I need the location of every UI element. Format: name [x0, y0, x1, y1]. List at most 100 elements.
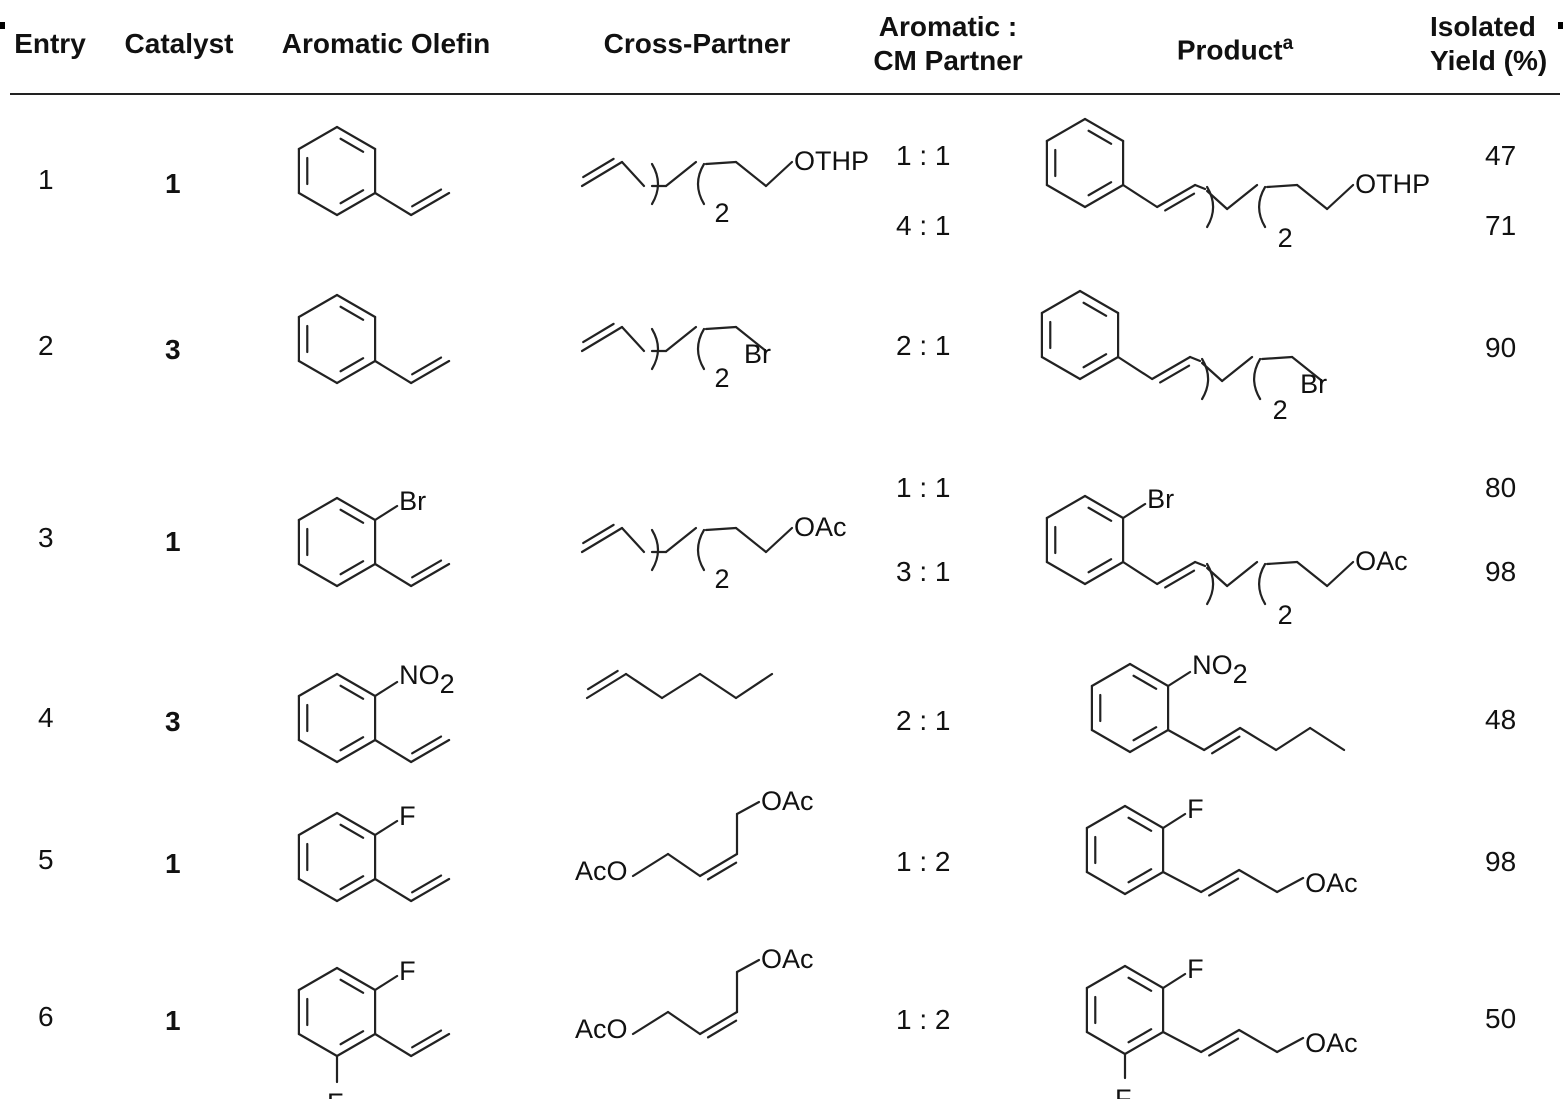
ring-bond [297, 738, 339, 764]
bond-line [1296, 183, 1329, 211]
ring-bond [1078, 289, 1120, 315]
ring-bond [297, 672, 339, 698]
double-bond [1200, 1028, 1241, 1054]
double-bond [585, 672, 628, 700]
header-rule [10, 93, 1560, 95]
bond-line [631, 852, 670, 878]
ratio-value: 2 : 1 [896, 330, 951, 361]
ring-bond [1090, 662, 1132, 688]
atom-label: OTHP [794, 146, 869, 176]
parenthesis [1206, 562, 1215, 606]
bond-line [704, 526, 738, 532]
ring-double-bond [339, 189, 365, 205]
bond-line [1206, 566, 1229, 588]
bond-line [1201, 361, 1224, 383]
bond-line [1194, 560, 1207, 568]
bond-line [620, 325, 646, 353]
bond-line [1206, 189, 1229, 211]
ratio-value: 2 : 1 [896, 705, 951, 736]
ring-double-bond [339, 305, 365, 321]
ring-bond [335, 877, 377, 903]
double-bond [706, 1019, 738, 1039]
yield-value: 98 [1485, 846, 1517, 877]
double-bond [410, 877, 451, 903]
double-bond [580, 526, 624, 554]
yield-value: 98 [1485, 556, 1517, 587]
bond-line [1122, 560, 1159, 586]
entry-number: 1 [38, 164, 54, 195]
atom-label: Br [744, 339, 771, 369]
ring-bond [1090, 728, 1132, 754]
double-bond [582, 322, 615, 344]
atom-label: Br [399, 486, 426, 516]
bond-line [664, 526, 698, 554]
bond-line [660, 672, 702, 700]
atom-label: F [399, 956, 416, 986]
header-aromatic-olefin: Aromatic Olefin [281, 28, 491, 59]
vinyl-bond [374, 191, 413, 217]
atom-label: OAc [761, 786, 814, 816]
parenthesis [1206, 185, 1215, 229]
ring-bond [297, 191, 339, 217]
atom-label: Br [1300, 369, 1327, 399]
yield-value: 80 [1485, 472, 1517, 503]
atom-label: OAc [1305, 868, 1358, 898]
double-bond [582, 157, 615, 179]
ring-bond [1083, 560, 1125, 586]
header-product-label: Product [1176, 34, 1283, 66]
ring-double-bond [1087, 181, 1113, 197]
substituent-bond [1162, 972, 1187, 990]
double-bond [1151, 355, 1192, 381]
double-bond [1156, 183, 1197, 209]
vinyl-bond [374, 1032, 413, 1058]
parenthesis [696, 528, 706, 572]
ring-bond [1078, 355, 1120, 381]
bond-line [1276, 1036, 1305, 1054]
bond-line [1276, 876, 1305, 894]
parenthesis [696, 327, 706, 371]
yield-value: 50 [1485, 1003, 1517, 1034]
ring-bond [297, 293, 339, 319]
ring-double-bond [339, 978, 365, 994]
ring-bond [1123, 870, 1165, 896]
bond-line [624, 672, 664, 700]
header-yield: Isolated Yield (%) [1430, 10, 1564, 78]
atom-label: AcO [575, 1014, 628, 1044]
ring-double-bond [339, 560, 365, 576]
ring-bond [1083, 117, 1125, 143]
substituent-bond [1167, 670, 1192, 688]
parenthesis [650, 528, 660, 572]
double-bond [706, 861, 738, 881]
double-bond [1208, 1037, 1240, 1057]
ratio-value: 4 : 1 [896, 210, 951, 241]
atom-label: OAc [794, 512, 847, 542]
double-bond [410, 191, 451, 217]
double-bond [410, 1032, 451, 1058]
ring-double-bond [339, 736, 365, 752]
ring-bond [297, 966, 339, 992]
ring-bond [335, 191, 377, 217]
bond-line [1296, 560, 1329, 588]
ring-bond [1040, 289, 1082, 315]
catalyst-number: 1 [165, 168, 181, 199]
ring-bond [1123, 1030, 1165, 1056]
bond-line [1221, 355, 1254, 383]
parenthesis [1201, 357, 1210, 401]
ring-bond [335, 1032, 377, 1058]
bond-line [1291, 355, 1324, 383]
ring-double-bond [339, 875, 365, 891]
double-bond [1208, 877, 1240, 897]
yield-value: 90 [1485, 332, 1517, 363]
bond-line [1167, 728, 1206, 752]
substituent-bond [374, 974, 399, 992]
ring-double-bond [1087, 558, 1113, 574]
header-entry: Entry [14, 28, 86, 59]
double-bond [411, 356, 443, 376]
bond-line [1261, 355, 1294, 361]
ring-bond [1083, 494, 1125, 520]
ring-bond [1040, 355, 1082, 381]
header-yield-line1: Isolated [1430, 11, 1536, 42]
double-bond [582, 523, 615, 545]
entry-number: 6 [38, 1001, 54, 1032]
